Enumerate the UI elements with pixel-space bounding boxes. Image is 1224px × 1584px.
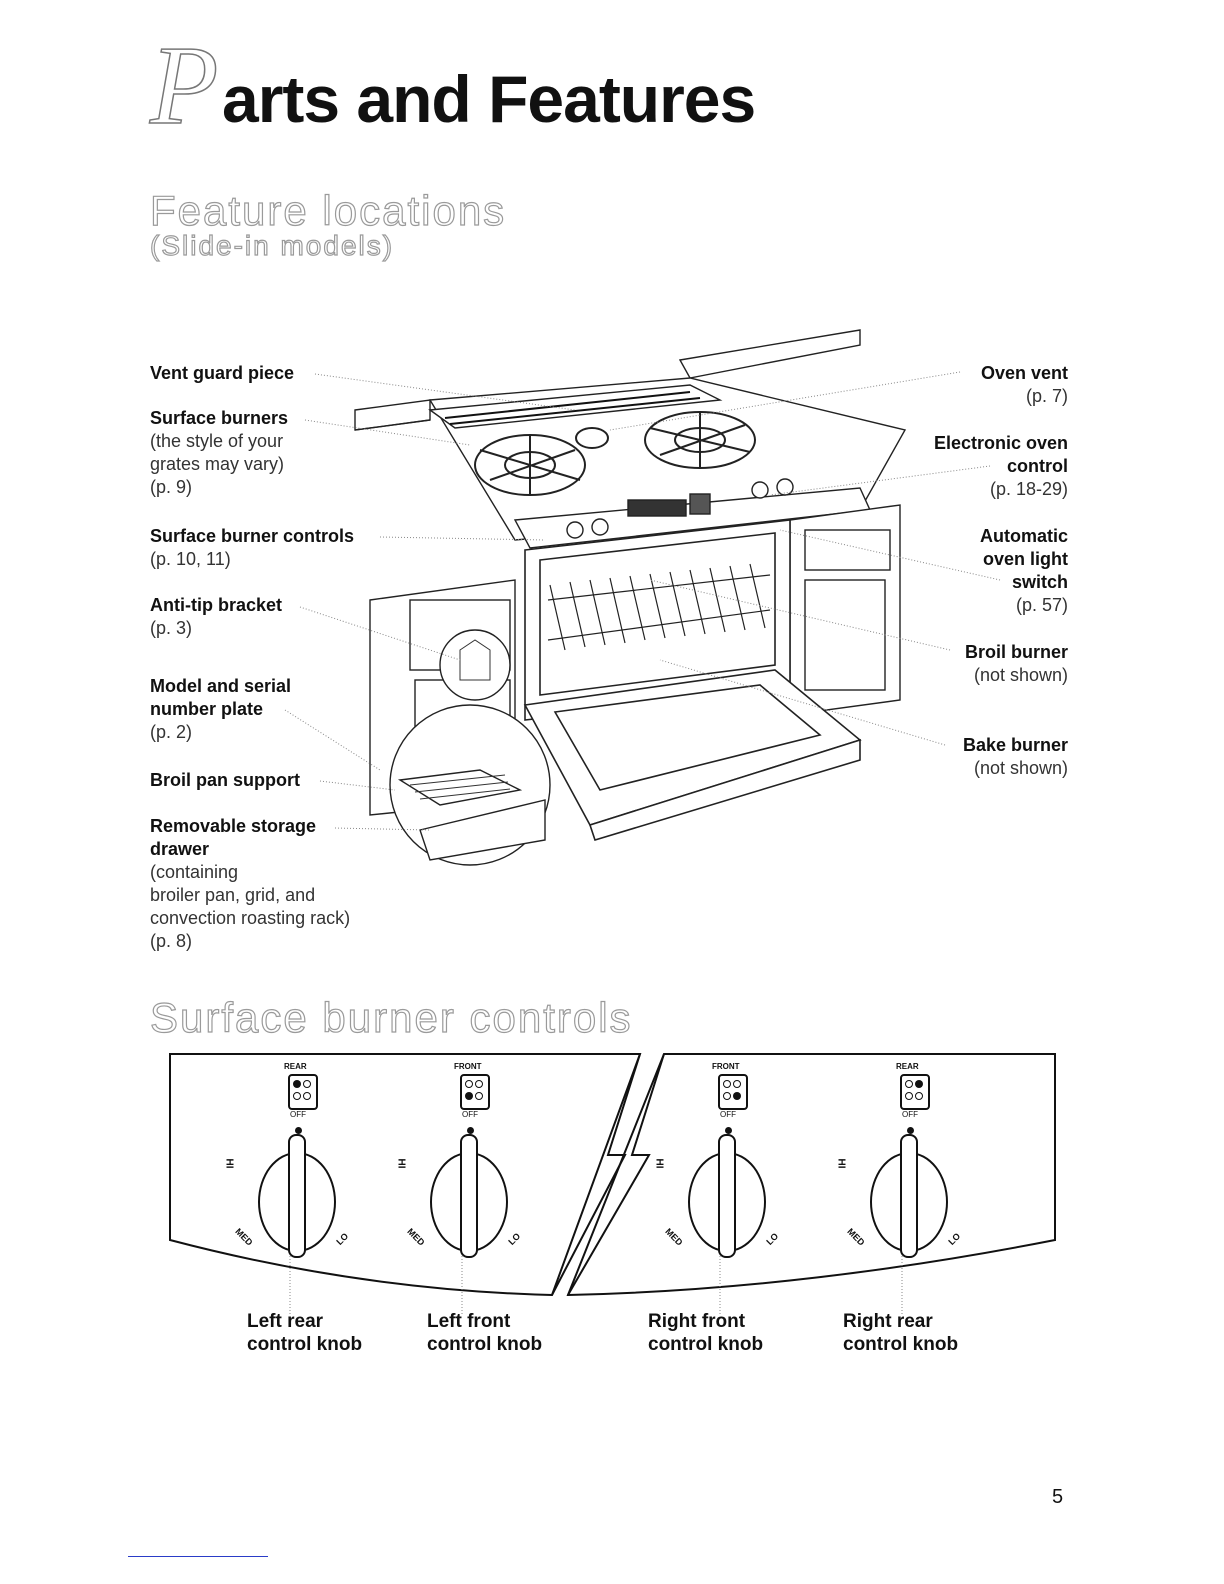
off-dot [907, 1127, 914, 1134]
knob-left-front[interactable]: FRONT OFF HI MED LO [396, 1062, 532, 1262]
hi-label: HI [223, 1158, 235, 1169]
control-panel-illustration [169, 1053, 1056, 1315]
caption-left-rear-knob: Left rear control knob [247, 1311, 363, 1355]
burner-position-icon [460, 1074, 490, 1110]
knob-right-rear[interactable]: REAR OFF HI MED LO [836, 1062, 972, 1262]
label-electronic-oven-control: Electronic oven control(p. 18-29) [933, 433, 1068, 499]
caption-left-front-knob: Left front control knob [427, 1311, 543, 1355]
label-broil-burner: Broil burner (not shown) [964, 642, 1068, 685]
off-label: OFF [462, 1110, 478, 1119]
knob-position-label: REAR [896, 1062, 919, 1071]
label-oven-vent: Oven vent (p. 7) [980, 363, 1068, 406]
label-surface-burner-controls: Surface burner controls (p. 10, 11) [150, 526, 355, 569]
knob-handle[interactable] [900, 1134, 918, 1258]
label-model-serial-plate: Model and serial number plate(p. 2) [150, 676, 292, 742]
page-title: P arts and Features [149, 24, 830, 148]
lo-label: LO [764, 1231, 781, 1247]
feature-locations-subheading: (Slide-in models) [149, 230, 395, 261]
label-surface-burners: Surface burners (the style of your grate… [150, 408, 289, 497]
knob-handle[interactable] [288, 1134, 306, 1258]
knob-handle[interactable] [460, 1134, 478, 1258]
title-text: arts and Features [222, 62, 756, 136]
lo-label: LO [506, 1231, 523, 1247]
off-label: OFF [720, 1110, 736, 1119]
knob-position-label: REAR [284, 1062, 307, 1071]
knob-position-label: FRONT [712, 1062, 740, 1071]
off-dot [295, 1127, 302, 1134]
off-dot [725, 1127, 732, 1134]
label-automatic-oven-light-switch: Automatic oven light switch(p. 57) [979, 526, 1068, 615]
lo-label: LO [334, 1231, 351, 1247]
knob-left-rear[interactable]: REAR OFF HI MED LO [224, 1062, 360, 1262]
knob-right-front[interactable]: FRONT OFF HI MED LO [654, 1062, 790, 1262]
knob-position-label: FRONT [454, 1062, 482, 1071]
label-broil-pan-support: Broil pan support [150, 770, 300, 790]
range-illustration [284, 329, 1001, 866]
footer-rule [128, 1556, 268, 1557]
page-number: 5 [1052, 1486, 1064, 1508]
knob-handle[interactable] [718, 1134, 736, 1258]
off-label: OFF [902, 1110, 918, 1119]
caption-right-rear-knob: Right rear control knob [843, 1311, 959, 1355]
burner-position-icon [718, 1074, 748, 1110]
burner-position-icon [900, 1074, 930, 1110]
label-bake-burner: Bake burner (not shown) [962, 735, 1068, 778]
hi-label: HI [395, 1158, 407, 1169]
off-dot [467, 1127, 474, 1134]
off-label: OFF [290, 1110, 306, 1119]
burner-position-icon [288, 1074, 318, 1110]
lo-label: LO [946, 1231, 963, 1247]
hi-label: HI [653, 1158, 665, 1169]
label-anti-tip-bracket: Anti-tip bracket (p. 3) [150, 595, 283, 638]
title-initial: P [149, 24, 219, 148]
label-vent-guard-piece: Vent guard piece [150, 363, 295, 383]
surface-burner-controls-heading: Surface burner controls [149, 994, 633, 1041]
caption-right-front-knob: Right front control knob [648, 1311, 764, 1355]
hi-label: HI [835, 1158, 847, 1169]
feature-locations-heading: Feature locations [149, 187, 507, 234]
